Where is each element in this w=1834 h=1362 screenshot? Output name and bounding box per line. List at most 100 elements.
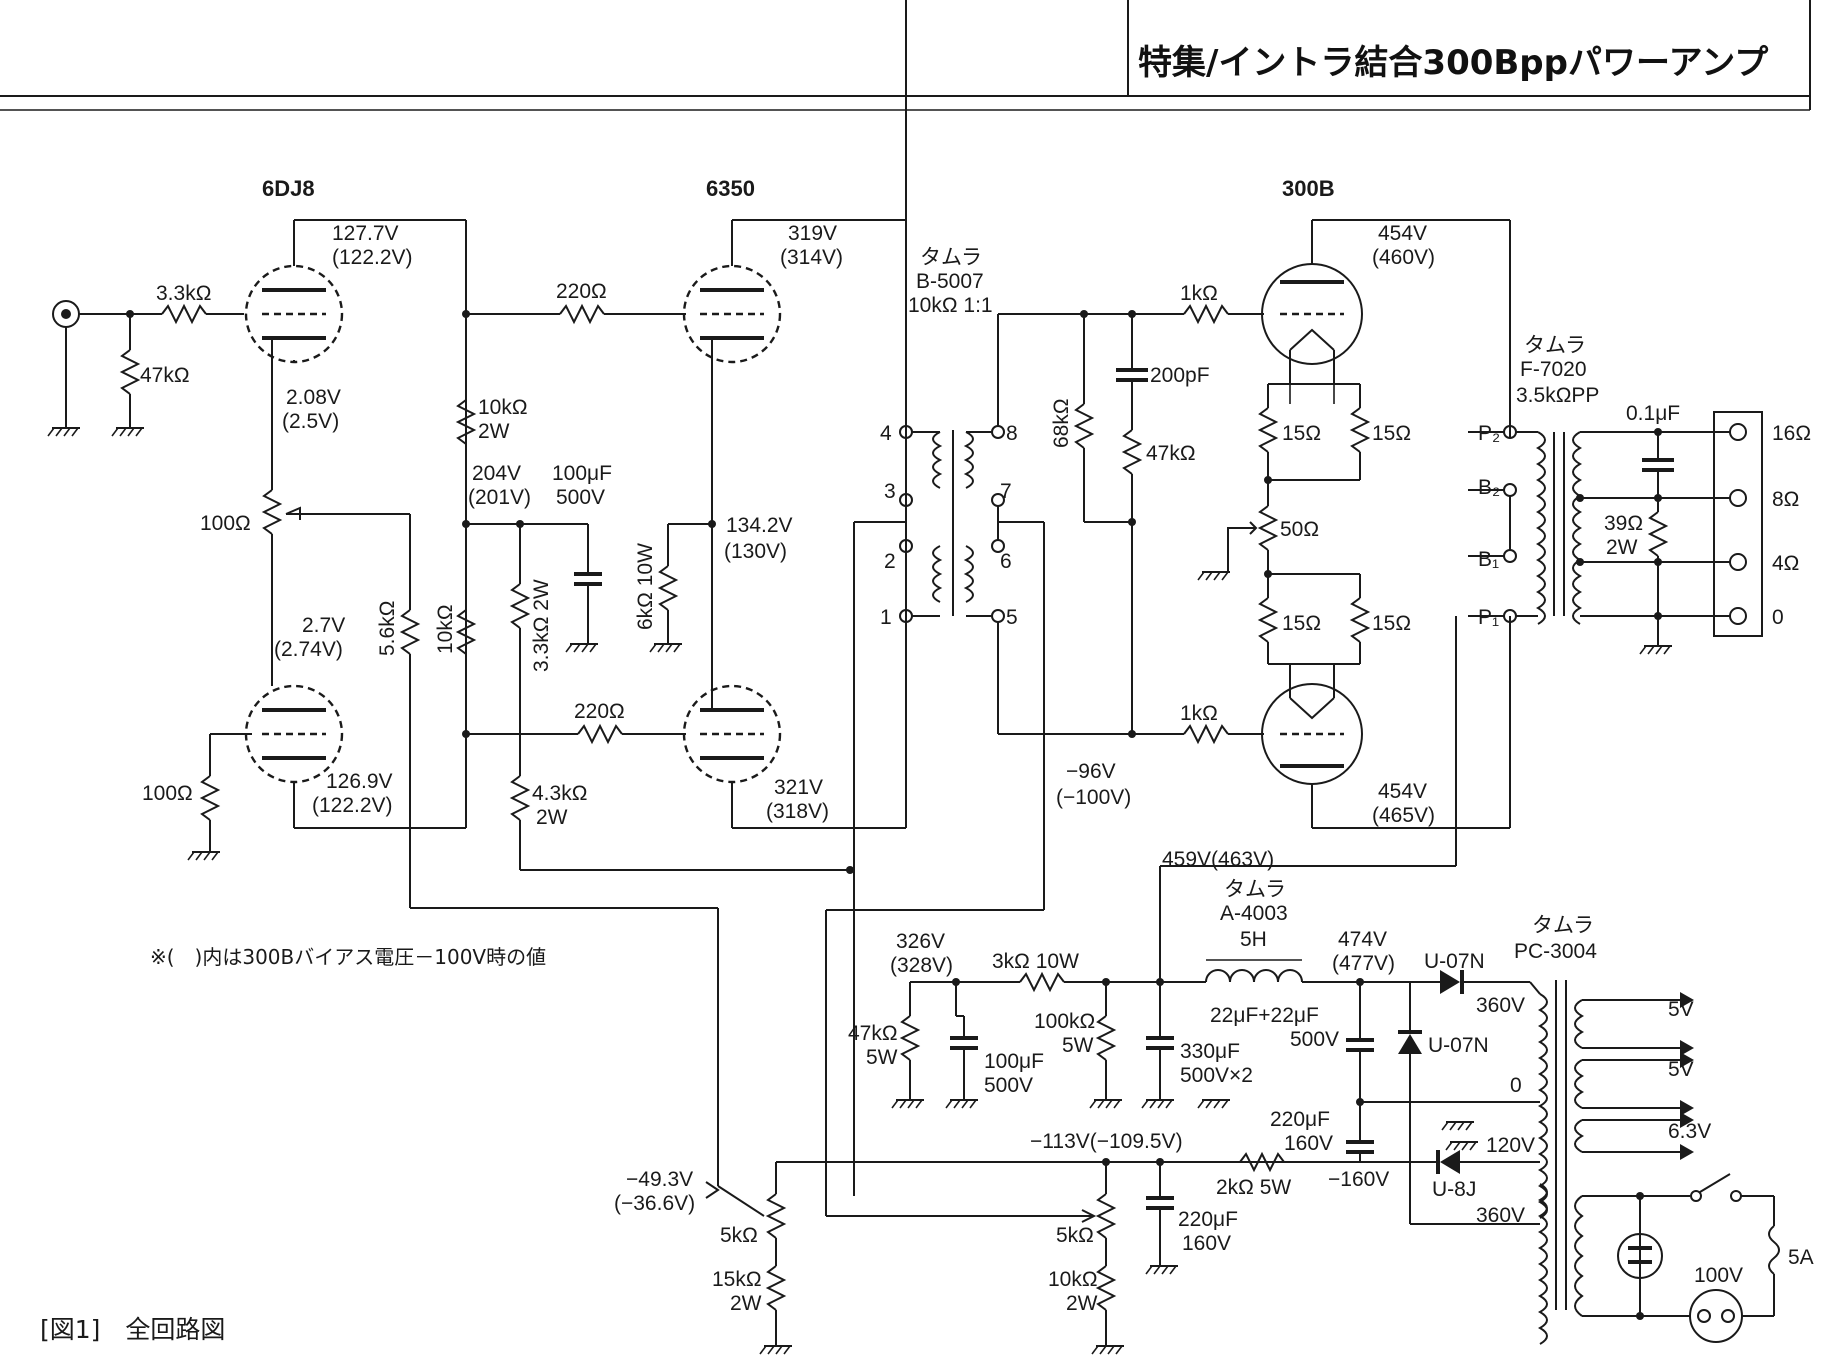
v-134-label: 134.2V	[726, 514, 793, 537]
r-pl1-label: 10kΩ	[478, 396, 528, 419]
it-pin6: 6	[1000, 550, 1012, 573]
v-454a-label: 454V	[1378, 222, 1427, 245]
r-33-label: 3.3kΩ 2W	[530, 579, 553, 672]
r-2k-label: 2kΩ 5W	[1216, 1176, 1291, 1199]
r-50-label: 50Ω	[1280, 518, 1319, 541]
v-454b-label: 454V	[1378, 780, 1427, 803]
r-68-label: 68kΩ	[1050, 398, 1073, 448]
v-k1b-label: (2.5V)	[282, 410, 339, 433]
header-frame: 特集/イントラ結合300Bppパワーアンプ	[0, 0, 1811, 111]
out-0-label: 0	[1772, 606, 1784, 629]
pt-maker-label: タムラ	[1532, 914, 1594, 937]
v-m49-label: −49.3V	[626, 1168, 693, 1191]
r-15c-label: 15Ω	[1282, 612, 1321, 635]
d2-label: U-07N	[1428, 1034, 1489, 1057]
h5a-label: 5V	[1668, 998, 1694, 1021]
300b-wiring	[1227, 219, 1511, 829]
ot-p1-label: P₁	[1478, 606, 1499, 629]
v-319b-label: (314V)	[780, 246, 843, 269]
300b-grid-network	[1073, 303, 1264, 745]
it-pin2: 2	[884, 550, 896, 573]
tube-6dj8-top	[244, 264, 344, 364]
ch-maker-label: タムラ	[1224, 878, 1286, 901]
6350-wiring	[657, 0, 907, 829]
power-supply-wiring	[717, 959, 1541, 1346]
v-326-label: 326V	[896, 930, 945, 953]
s360a-label: 360V	[1476, 994, 1525, 1017]
c-22v-label: 500V	[1290, 1028, 1339, 1051]
r-47b-label: 47kΩ	[1146, 442, 1196, 465]
c-220b-label: 220μF	[1178, 1208, 1238, 1231]
ot-b1-label: B₁	[1478, 548, 1499, 571]
c-100-label: 100μF	[552, 462, 612, 485]
c-22-label: 22μF+22μF	[1210, 1004, 1319, 1027]
s120-label: 120V	[1486, 1134, 1535, 1157]
grid-stoppers-6350	[559, 303, 686, 745]
c-01-label: 0.1μF	[1626, 402, 1680, 425]
r56-label: 5.6kΩ	[376, 601, 399, 656]
r-pl2-label: 10kΩ	[434, 604, 457, 654]
r-39-label: 39Ω	[1604, 512, 1643, 535]
v-134b-label: (130V)	[724, 540, 787, 563]
v-p1-label: 127.7V	[332, 222, 399, 245]
r-grid-label: 47kΩ	[140, 364, 190, 387]
r-15d-label: 15Ω	[1372, 612, 1411, 635]
c-100bv-label: 500V	[984, 1074, 1033, 1097]
r-15k-label: 15kΩ	[712, 1268, 762, 1291]
c-330v-label: 500V×2	[1180, 1064, 1253, 1087]
r-220a-label: 220Ω	[556, 280, 607, 303]
it-pin7: 7	[1000, 480, 1012, 503]
it-spec-label: 10kΩ 1:1	[908, 294, 993, 317]
r-10kw-label: 2W	[1066, 1292, 1098, 1315]
figure-note: ※( )内は300Bバイアス電圧－100V時の値	[150, 945, 546, 969]
pt-model-label: PC-3004	[1514, 940, 1597, 963]
c-100v-label: 500V	[556, 486, 605, 509]
r-10k-label: 10kΩ	[1048, 1268, 1098, 1291]
c-220bv-label: 160V	[1182, 1232, 1231, 1255]
it-pin5: 5	[1006, 606, 1018, 629]
v-326b-label: (328V)	[890, 954, 953, 977]
ground-symbols	[47, 427, 1672, 1355]
r-39w-label: 2W	[1606, 536, 1638, 559]
r-15a-label: 15Ω	[1282, 422, 1321, 445]
r-5ka-label: 5kΩ	[720, 1224, 758, 1247]
page-title: 特集/イントラ結合300Bppパワーアンプ	[1138, 43, 1768, 83]
fuse-label: 5A	[1788, 1246, 1814, 1269]
out-4-label: 4Ω	[1772, 552, 1799, 575]
v-p2-label: 126.9V	[326, 770, 393, 793]
v-459-label: 459V(463V)	[1162, 848, 1274, 871]
v-p1b-label: (122.2V)	[332, 246, 413, 269]
tube-6dj8-bottom	[244, 684, 344, 784]
r-220b-label: 220Ω	[574, 700, 625, 723]
tube-300b-top	[1261, 263, 1363, 365]
ot-maker-label: タムラ	[1524, 334, 1586, 357]
tube-label-6350: 6350	[706, 176, 755, 201]
r-47c-label: 47kΩ	[848, 1022, 898, 1045]
it-pin4: 4	[880, 422, 892, 445]
v-m96-label: −96V	[1066, 760, 1116, 783]
r-bal-label: 100Ω	[200, 512, 251, 535]
v-m160-label: −160V	[1328, 1168, 1389, 1191]
r-100kw-label: 5W	[1062, 1034, 1094, 1057]
out-8-label: 8Ω	[1772, 488, 1799, 511]
tube-300b-bottom	[1261, 683, 1363, 785]
c-200-label: 200pF	[1150, 364, 1210, 387]
c-220av-label: 160V	[1284, 1132, 1333, 1155]
ac-label: 100V	[1694, 1264, 1743, 1287]
input-jack	[52, 300, 244, 428]
r-43-label: 4.3kΩ	[532, 782, 587, 805]
r-47cw-label: 5W	[866, 1046, 898, 1069]
r-15kw-label: 2W	[730, 1292, 762, 1315]
h63-label: 6.3V	[1668, 1120, 1711, 1143]
v-204-label: 204V	[472, 462, 521, 485]
r-k2-label: 100Ω	[142, 782, 193, 805]
r-in-label: 3.3kΩ	[156, 282, 211, 305]
output-transformer	[1159, 220, 1730, 982]
figure-caption: [図1] 全回路図	[40, 1315, 225, 1344]
v-k1-label: 2.08V	[286, 386, 341, 409]
tube-label-300b: 300B	[1282, 176, 1335, 201]
ot-spec-label: 3.5kΩPP	[1516, 384, 1599, 407]
c-100b-label: 100μF	[984, 1050, 1044, 1073]
